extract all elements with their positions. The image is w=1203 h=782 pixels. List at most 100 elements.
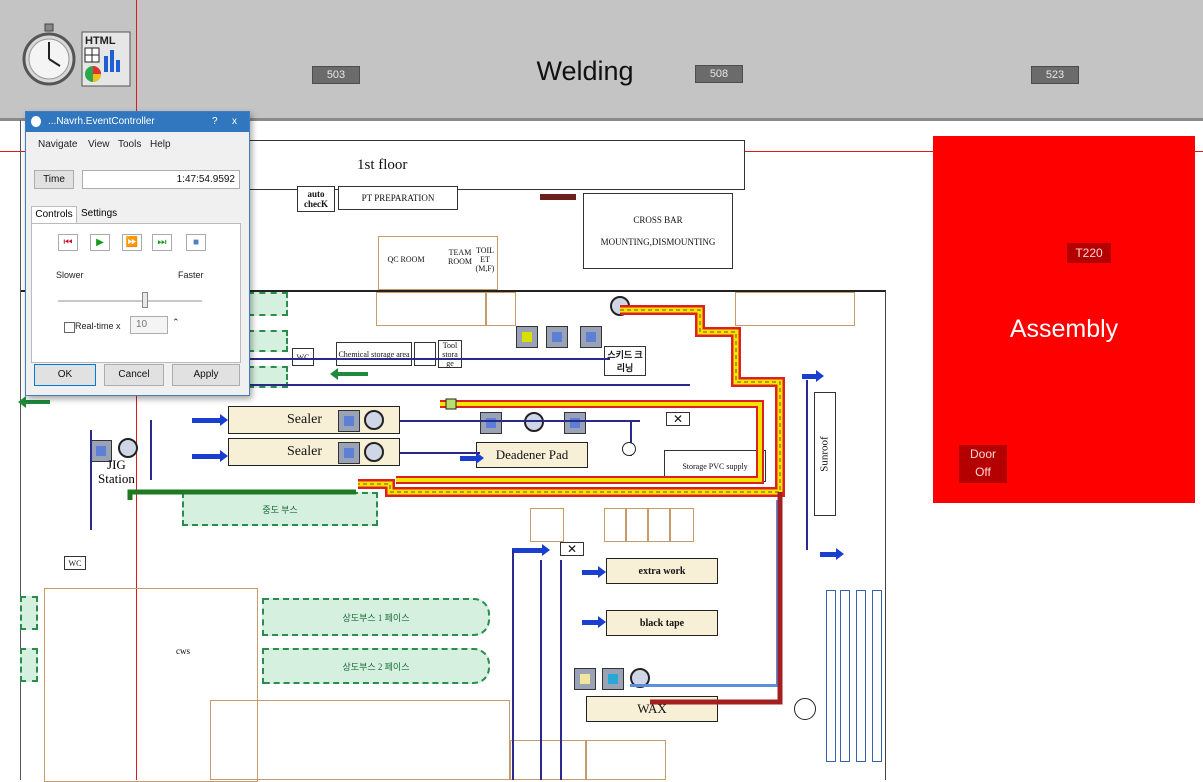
top-booth-2: 상도부스 2 페이스 [262, 648, 490, 684]
floor-label-box: 1st floor [248, 140, 745, 190]
qc-room: QC ROOM [384, 244, 428, 274]
realtime-checkbox[interactable] [64, 322, 75, 333]
sealer-1-label: Sealer [287, 412, 322, 427]
welding-banner: HTML 503 Welding 508 523 [0, 0, 1203, 121]
conveyor-line [400, 452, 480, 454]
tab-settings[interactable]: Settings [81, 208, 118, 219]
ok-button[interactable]: OK [34, 364, 96, 386]
jig-label-line1: JIG [107, 457, 126, 472]
menu-view[interactable]: View [88, 139, 110, 150]
slower-label: Slower [56, 270, 84, 280]
floor-plan: 1st floor auto checK PT PREPARATION CROS… [0, 120, 900, 782]
x-marker-icon: ✕ [566, 541, 578, 556]
jig-robot[interactable] [118, 438, 138, 458]
dialog-title: ...Navrh.EventController [48, 116, 155, 127]
sealer-robot[interactable] [364, 410, 384, 430]
time-button[interactable]: Time [34, 170, 74, 189]
turntable-circle [622, 442, 636, 456]
building-outline [20, 290, 886, 780]
room-row-top [376, 292, 486, 326]
door-status[interactable]: Door Off [959, 445, 1007, 483]
skid-station[interactable] [546, 326, 568, 348]
stopwatch-icon[interactable] [22, 22, 76, 88]
blue-arrow [460, 452, 484, 464]
menu-help[interactable]: Help [150, 139, 171, 150]
sealer-station[interactable] [338, 442, 360, 464]
brown-arrow [540, 194, 576, 200]
green-booth [248, 292, 288, 316]
speed-slider-track[interactable] [58, 300, 202, 302]
welding-title: Welding [536, 56, 634, 86]
event-controller-dialog[interactable]: ...Navrh.EventController ? x Navigate Vi… [25, 111, 250, 396]
dialog-titlebar[interactable]: ...Navrh.EventController ? x [26, 112, 249, 132]
tag-503[interactable]: 503 [312, 66, 360, 84]
close-button[interactable]: x [232, 116, 237, 127]
deadener-pad: Deadener Pad [476, 442, 588, 468]
green-arrow [330, 368, 368, 380]
menu-navigate[interactable]: Navigate [38, 139, 78, 150]
apply-button[interactable]: Apply [172, 364, 240, 386]
wc-bottom: WC [64, 556, 86, 570]
tag-508[interactable]: 508 [695, 65, 743, 83]
numbered-room [530, 508, 564, 542]
sealer-station[interactable] [338, 410, 360, 432]
wax-station[interactable] [602, 668, 624, 690]
sunroof-box: Sunroof [814, 392, 836, 516]
team-room: TEAM ROOM [447, 242, 473, 272]
assembly-zone[interactable]: T220 Assembly Door Off [933, 136, 1195, 503]
tool-storage: Tool stora ge [438, 340, 462, 368]
jig-label-line2: Station [98, 471, 135, 486]
cws-label: cws [176, 646, 190, 656]
extra-work: extra work [606, 558, 718, 584]
cross-bar-line2: MOUNTING,DISMOUNTING [600, 237, 716, 247]
chemical-storage: Chemical storage area [336, 342, 412, 366]
blue-arrow [820, 548, 844, 560]
tag-t220[interactable]: T220 [1067, 243, 1111, 263]
x-marker: ✕ [666, 412, 690, 426]
x-marker-icon: ✕ [672, 411, 684, 426]
html-report-icon[interactable]: HTML [80, 30, 132, 88]
step-end-icon[interactable]: ⏭ [152, 234, 172, 251]
floor-label: 1st floor [357, 157, 408, 173]
blue-arrow [802, 370, 824, 382]
fast-forward-icon[interactable]: ⏩ [122, 234, 142, 251]
top-booth-1: 상도부스 1 페이스 [262, 598, 490, 636]
sealer-robot[interactable] [364, 442, 384, 462]
rewind-icon[interactable]: ⏮ [58, 234, 78, 251]
cross-bar-line1: CROSS BAR [633, 215, 683, 225]
skid-station[interactable] [516, 326, 538, 348]
jig-label: JIG Station [98, 458, 135, 486]
room-row-top [735, 292, 855, 326]
lane [826, 590, 836, 762]
wax-robot[interactable] [630, 668, 650, 688]
room-block [378, 236, 498, 290]
left-booth-strip [20, 596, 38, 630]
tag-523[interactable]: 523 [1031, 66, 1079, 84]
play-icon[interactable]: ▶ [90, 234, 110, 251]
speed-slider-thumb[interactable] [142, 292, 148, 308]
help-button[interactable]: ? [212, 116, 218, 127]
wc-top: WC [292, 348, 314, 366]
conveyor-line [512, 550, 514, 780]
tab-controls[interactable]: Controls [31, 206, 77, 223]
conveyor-line [90, 430, 92, 530]
deadener-station[interactable] [564, 412, 586, 434]
stop-icon[interactable]: ■ [186, 234, 206, 251]
deadener-station[interactable] [480, 412, 502, 434]
wax-station[interactable] [574, 668, 596, 690]
conveyor-line [540, 560, 542, 780]
skid-station[interactable] [580, 326, 602, 348]
numbered-room [626, 508, 648, 542]
deadener-robot[interactable] [524, 412, 544, 432]
faster-label: Faster [178, 270, 204, 280]
cross-bar-box: CROSS BAR MOUNTING,DISMOUNTING [583, 193, 733, 269]
pt-preparation-box: PT PREPARATION [338, 186, 458, 210]
menu-tools[interactable]: Tools [118, 139, 142, 150]
cancel-button[interactable]: Cancel [104, 364, 164, 386]
conveyor-line [560, 560, 562, 780]
realtime-input[interactable]: 10 [130, 316, 168, 334]
conveyor-line [630, 420, 632, 456]
spinner-icon[interactable]: ⌃ [172, 317, 180, 327]
door-state: Off [975, 465, 991, 479]
numbered-room [604, 508, 626, 542]
